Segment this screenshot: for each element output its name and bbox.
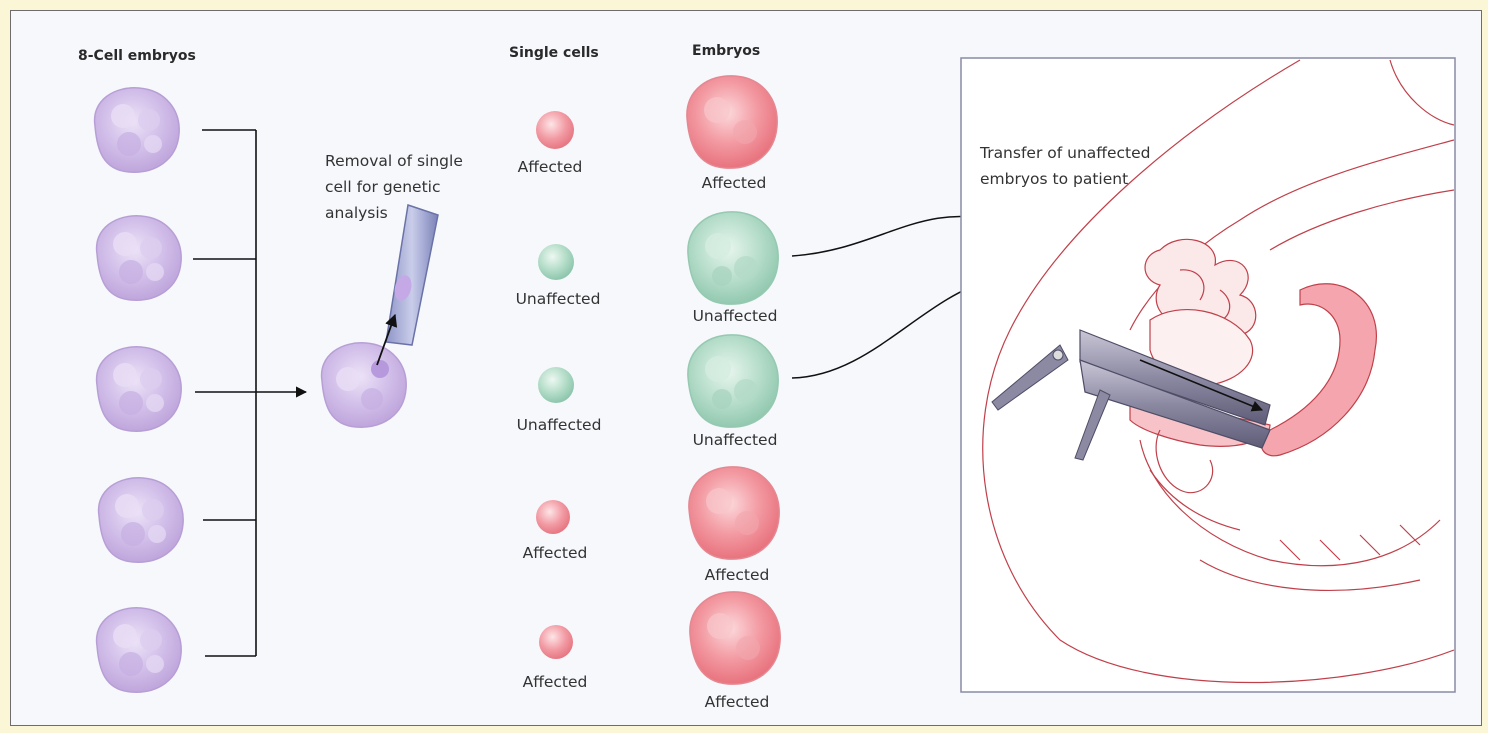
embryo-label: Affected [705, 566, 770, 584]
anatomy-inset: Transfer of unaffected embryos to patien… [961, 58, 1455, 692]
embryos-column: Affected Unaffected Unaffected Affected [687, 76, 780, 711]
biopsy-embryo [322, 343, 407, 427]
embryo-unaffected [688, 212, 778, 304]
micropipette [377, 205, 438, 365]
selection-bracket [193, 130, 256, 656]
eight-cell-embryo [99, 478, 184, 562]
header-embryos: Embryos [692, 43, 760, 59]
eight-cell-embryo-column [95, 88, 184, 692]
eight-cell-embryo [97, 216, 182, 300]
single-cell-label: Affected [523, 673, 588, 691]
embryo-unaffected [688, 335, 778, 427]
transfer-label-line-2: embryos to patient [980, 170, 1128, 188]
header-single-cells: Single cells [509, 45, 599, 61]
eight-cell-embryo [97, 347, 182, 431]
removal-label-line-1: Removal of single [325, 152, 463, 170]
header-8-cell-embryos: 8-Cell embryos [78, 48, 196, 64]
embryo-label: Affected [702, 174, 767, 192]
single-cells-column: Affected Unaffected Unaffected Affected … [516, 111, 602, 691]
eight-cell-embryo [95, 88, 180, 172]
embryo-label: Affected [705, 693, 770, 711]
embryo-affected [687, 76, 777, 168]
transfer-label-line-1: Transfer of unaffected [979, 144, 1150, 162]
single-cell-label: Unaffected [517, 416, 602, 434]
single-cell-affected [536, 111, 574, 149]
single-cell-unaffected [538, 367, 574, 403]
removal-label-line-2: cell for genetic [325, 178, 440, 196]
embryo-affected [689, 467, 779, 559]
removal-label-line-3: analysis [325, 204, 388, 222]
single-cell-label: Unaffected [516, 290, 601, 308]
embryo-affected [690, 592, 780, 684]
removal-label: Removal of single cell for genetic analy… [325, 152, 463, 222]
single-cell-affected [539, 625, 573, 659]
embryo-label: Unaffected [693, 307, 778, 325]
eight-cell-embryo [97, 608, 182, 692]
single-cell-label: Affected [518, 158, 583, 176]
single-cell-label: Affected [523, 544, 588, 562]
single-cell-unaffected [538, 244, 574, 280]
embryo-label: Unaffected [693, 431, 778, 449]
single-cell-affected [536, 500, 570, 534]
